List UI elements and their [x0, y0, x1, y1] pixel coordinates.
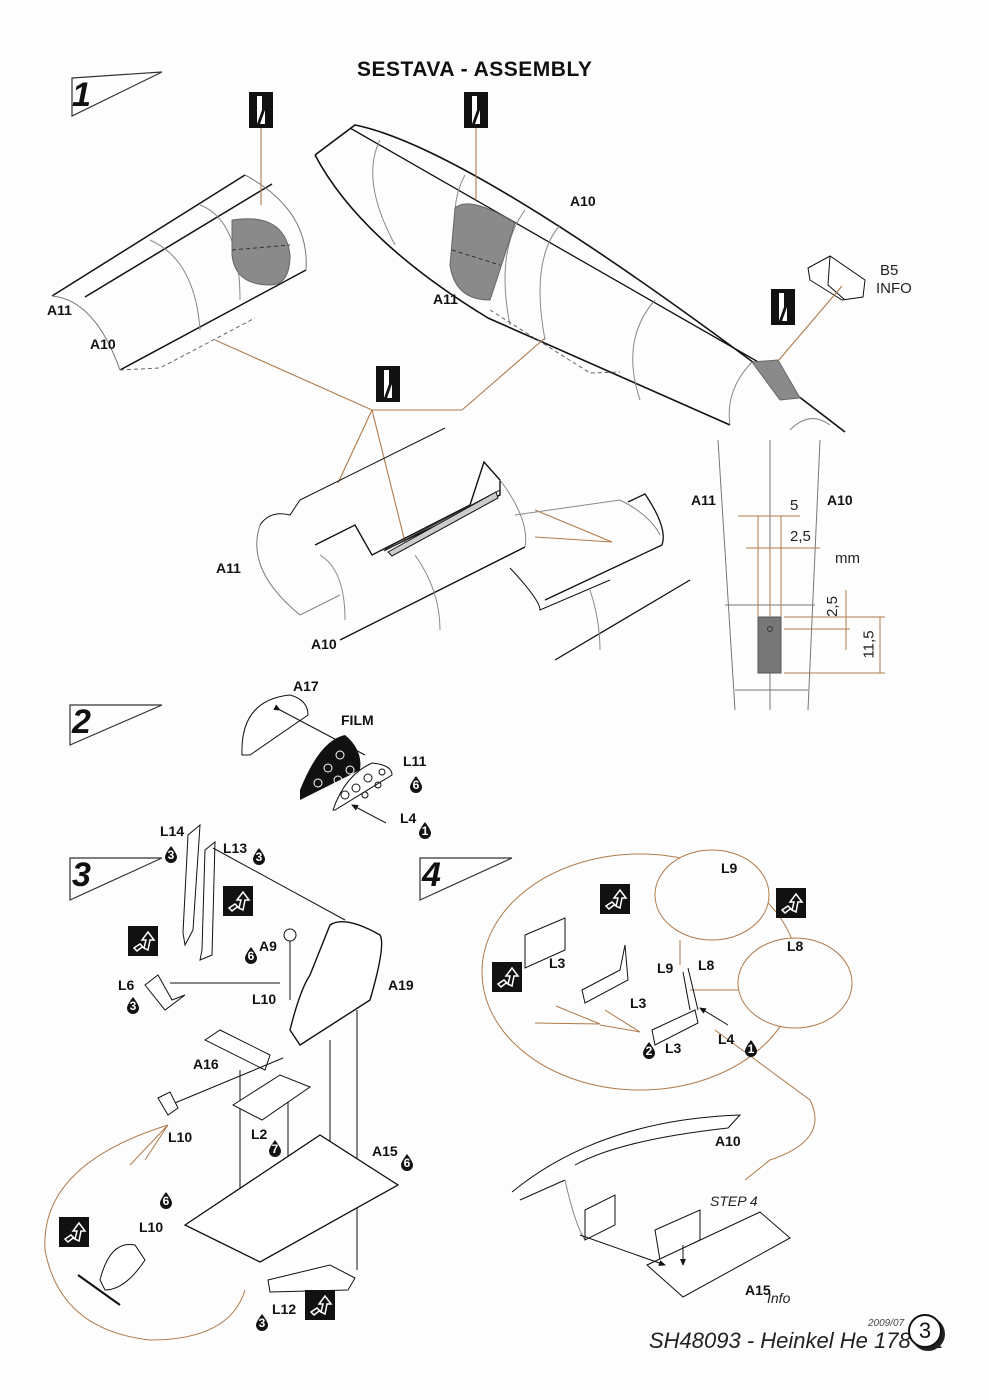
label-a11: A11	[691, 492, 716, 508]
paint-code-badge: 6	[407, 776, 425, 794]
dimension-2-5-vertical: 2,5	[823, 596, 841, 617]
label-a19: A19	[388, 977, 414, 993]
paint-code-badge: 1	[742, 1040, 760, 1058]
fuselage-cutout-section	[256, 427, 691, 661]
label-b5-info: INFO	[876, 280, 912, 297]
product-code-title: SH48093 - Heinkel He 178 V2	[649, 1328, 944, 1353]
bend-icon	[599, 883, 631, 915]
label-a10: A10	[715, 1133, 741, 1149]
dimension-11-5: 11,5	[860, 630, 878, 659]
cut-out-icon	[464, 92, 488, 128]
label-a10: A10	[311, 636, 337, 652]
part-b5	[807, 255, 866, 301]
bend-icon	[491, 961, 523, 993]
step-number-4: 4	[422, 856, 441, 894]
cut-out-icon	[249, 92, 273, 128]
label-b5: B5	[880, 262, 899, 279]
label-l12: L12	[272, 1301, 297, 1317]
page-number: 3	[908, 1314, 942, 1348]
label-l2: L2	[251, 1126, 268, 1142]
label-a10: A10	[570, 193, 596, 209]
bend-icon	[58, 1216, 90, 1248]
step-1-badge	[71, 71, 163, 117]
label-l10: L10	[139, 1219, 164, 1235]
page-title: SESTAVA - ASSEMBLY	[357, 58, 593, 81]
dimension-drawing	[717, 439, 885, 711]
l10-detail-circle	[44, 1124, 246, 1341]
label-l13: L13	[223, 840, 248, 856]
seat-assembly	[144, 823, 400, 1293]
instrument-panel-assembly	[241, 694, 393, 824]
fuselage-front-detail	[51, 174, 307, 371]
dimension-5: 5	[790, 497, 799, 514]
print-date: 2009/07	[868, 1318, 905, 1329]
label-a9: A9	[259, 938, 277, 954]
label-l11: L11	[403, 753, 427, 769]
label-a15-info: Info	[767, 1290, 791, 1306]
label-l3: L3	[549, 955, 566, 971]
label-step-4: STEP 4	[710, 1193, 758, 1209]
paint-code-badge: 2	[640, 1042, 658, 1060]
step-number-1: 1	[72, 76, 91, 114]
paint-code-badge: 3	[253, 1314, 271, 1332]
paint-code-badge: 3	[162, 846, 180, 864]
label-a11: A11	[47, 302, 72, 318]
bend-icon	[775, 887, 807, 919]
label-l8: L8	[698, 957, 715, 973]
bend-icon	[304, 1289, 336, 1321]
label-l8: L8	[787, 938, 804, 954]
label-a15: A15	[745, 1282, 771, 1298]
paint-code-badge: 6	[157, 1192, 175, 1210]
label-a17: A17	[293, 678, 319, 694]
step-2-badge	[69, 704, 163, 746]
label-a11: A11	[216, 560, 241, 576]
bend-icon	[127, 925, 159, 957]
label-a16: A16	[193, 1056, 219, 1072]
cut-out-icon	[771, 289, 795, 325]
label-l4: L4	[718, 1031, 735, 1047]
dimension-unit: mm	[835, 550, 860, 567]
label-l3: L3	[630, 995, 647, 1011]
cut-out-icon	[376, 366, 400, 402]
dimension-2-5: 2,5	[790, 528, 811, 545]
leader-lines	[214, 128, 843, 543]
label-l10: L10	[252, 991, 277, 1007]
bend-icon	[222, 885, 254, 917]
label-film: FILM	[341, 712, 374, 728]
label-l6: L6	[118, 977, 135, 993]
paint-code-badge: 1	[416, 822, 434, 840]
label-l9: L9	[657, 960, 674, 976]
label-l4: L4	[400, 810, 417, 826]
step-number-2: 2	[72, 703, 91, 741]
step-number-3: 3	[72, 856, 91, 894]
label-a10: A10	[90, 336, 116, 352]
label-a10: A10	[827, 492, 853, 508]
label-a11: A11	[433, 291, 458, 307]
paint-code-badge: 6	[242, 947, 260, 965]
fuselage-main	[314, 124, 846, 433]
paint-code-badge: 6	[398, 1154, 416, 1172]
step-4-badge	[419, 857, 513, 901]
step-3-badge	[69, 857, 163, 901]
step-4-detail	[481, 849, 853, 1298]
label-l14: L14	[160, 823, 185, 839]
label-a15: A15	[372, 1143, 398, 1159]
paint-code-badge: 3	[250, 848, 268, 866]
label-l3: L3	[665, 1040, 682, 1056]
label-l10: L10	[168, 1129, 193, 1145]
paint-code-badge: 7	[266, 1140, 284, 1158]
label-l9: L9	[721, 860, 738, 876]
paint-code-badge: 3	[124, 997, 142, 1015]
